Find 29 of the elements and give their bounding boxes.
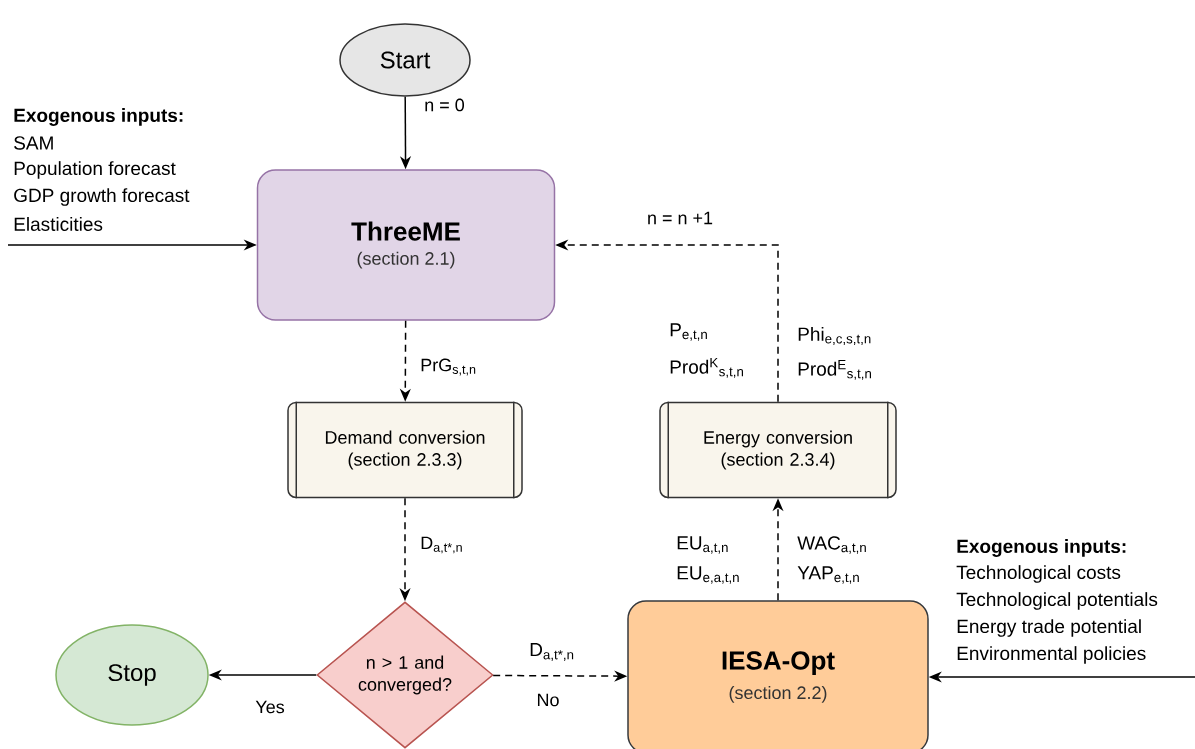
label-text: SAM bbox=[12, 135, 56, 151]
label-text: GDP growth forecast bbox=[12, 187, 191, 207]
variable-label: D$_{a,t*,n}$ bbox=[528, 642, 576, 662]
process-box: Demand conversion (section 2.3.3) bbox=[287, 401, 523, 499]
model-box: IESA-Opt (section 2.2) bbox=[627, 600, 929, 749]
edge-label: n = n +1 bbox=[645, 209, 716, 227]
model-box: ThreeME (section 2.1) bbox=[256, 169, 556, 321]
variable-label: Phi$_{e,c,s,t,n}$ bbox=[796, 325, 873, 347]
label-text: Energy trade potential bbox=[955, 618, 1144, 638]
edge-label: D$_{a,t*,n}$ bbox=[418, 534, 466, 556]
variable-label: EU$_{a,t,n}$ bbox=[675, 535, 730, 555]
edge-label: PrG$_{s,t,n}$ bbox=[418, 356, 479, 378]
label-text: Population forecast bbox=[12, 160, 177, 180]
variable-label: EU$_{e,a,t,n}$ bbox=[675, 565, 742, 585]
label-text: Technological potentials bbox=[955, 591, 1159, 611]
process-box: Energy conversion (section 2.3.4) bbox=[659, 401, 897, 499]
variable-label: P$_{e,t,n}$ bbox=[668, 322, 710, 342]
edge-label: No bbox=[534, 691, 562, 709]
label-text: Elasticities bbox=[12, 216, 104, 232]
label-text: Environmental policies bbox=[955, 645, 1148, 665]
label-text: Technological costs bbox=[955, 564, 1122, 584]
variable-label: WAC$_{a,t,n}$ bbox=[796, 535, 869, 555]
edge-label: Yes bbox=[253, 698, 287, 716]
variable-label: Prod$^{K}$s,t,n bbox=[668, 357, 746, 379]
label-heading: Exogenous inputs: bbox=[955, 538, 1129, 558]
variable-label: Prod$^{E}$s,t,n bbox=[796, 359, 874, 381]
variable-label: YAP$_{e,t,n}$ bbox=[796, 565, 862, 585]
edge-label: n = 0 bbox=[422, 96, 467, 114]
label-heading: Exogenous inputs: bbox=[12, 107, 186, 127]
